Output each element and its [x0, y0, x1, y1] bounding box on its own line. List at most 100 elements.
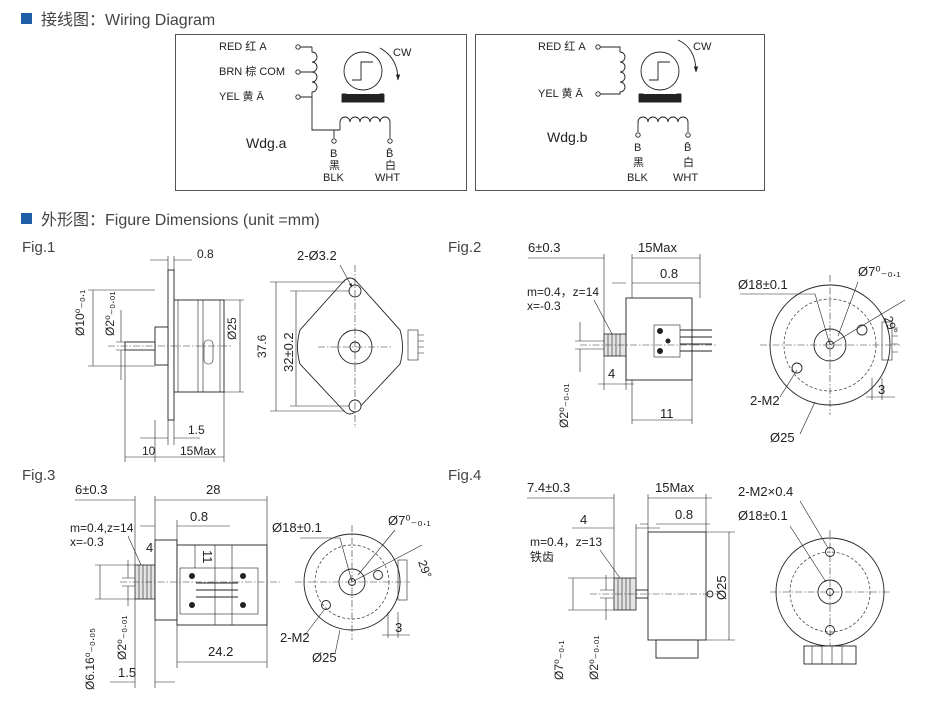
terminal-wht-b — [685, 132, 691, 138]
fig3-gear1: m=0.4,z=14 — [70, 521, 134, 535]
fig2-terminal — [881, 321, 893, 361]
fig1-max15: 15Max — [180, 444, 216, 458]
figure-3: Fig.3 6±0.3 28 0.8 m=0.4,z=14 x=-0.3 4 1… — [22, 467, 435, 690]
fig3-d7: Ø7⁰₋₀.₁ — [388, 513, 431, 528]
fig1-h32-dim — [290, 290, 350, 407]
fig4-l4-dim — [572, 524, 660, 578]
terminal-yel — [295, 94, 301, 100]
fig2-ang: 29° — [881, 314, 900, 336]
fig4-max15: 15Max — [655, 480, 695, 495]
fig2-d2-dim — [575, 322, 604, 372]
fig2-pad — [665, 338, 671, 344]
fig2-motor-body — [625, 297, 693, 381]
fig2-terminal-pins — [892, 327, 898, 353]
coil-b-horizontal — [334, 116, 391, 131]
fig4-gear-leader — [599, 549, 621, 579]
blk-label-b: BLK — [627, 172, 648, 184]
fig3-traces — [196, 582, 238, 598]
fig2-l3: 3 — [878, 382, 885, 397]
fig1-d2-dim — [116, 310, 125, 380]
fig2-d7: Ø7⁰₋₀.₁ — [858, 264, 901, 279]
wht-cn-label-b: 白 — [683, 155, 694, 169]
fig3-d18-leader — [300, 537, 353, 583]
fig4-t08: 0.8 — [675, 507, 693, 522]
rotor-symbol-b — [649, 61, 670, 81]
fig1-l10-dim — [124, 350, 225, 462]
fig2-l11: 11 — [660, 406, 674, 421]
rotor-circle-b — [640, 51, 680, 91]
fig2-ang-line — [829, 299, 906, 346]
coil-a-vertical — [311, 47, 318, 97]
terminal-red — [295, 44, 301, 50]
fig3-d18: Ø18±0.1 — [272, 520, 322, 535]
fig4-l74: 7.4±0.3 — [527, 480, 570, 495]
fig2-label: Fig.2 — [448, 239, 481, 256]
dimensions-section-title: 外形图：Figure Dimensions (unit =mm) — [21, 206, 320, 230]
fig3-pad — [189, 602, 195, 608]
fig2-pad — [657, 328, 663, 334]
fig3-t08-dim — [140, 520, 230, 545]
fig2-t08: 0.8 — [660, 266, 678, 281]
fig4-m2x-leader — [799, 500, 829, 549]
fig1-terminals — [418, 334, 424, 354]
fig2-m2: 2-M2 — [750, 393, 780, 408]
fig3-d2: Ø2⁰₋₀.₀₁ — [115, 616, 129, 661]
fig3-t08: 0.8 — [190, 509, 208, 524]
fig3-l4: 4 — [146, 540, 153, 555]
fig4-d18-leader — [789, 525, 827, 583]
wdg-a-label: Wdg.a — [246, 135, 287, 151]
fig4-d2-dim — [600, 575, 614, 620]
wdg-b-label: Wdg.b — [547, 129, 588, 145]
fig4-l4: 4 — [580, 512, 587, 527]
fig3-d616-dim — [95, 564, 135, 600]
fig2-l4: 4 — [608, 366, 615, 381]
fig4-l74-dim — [527, 494, 649, 578]
fig2-pad — [657, 348, 663, 354]
fig3-body-lines — [214, 545, 233, 625]
blk-b-label-b: B — [634, 142, 641, 154]
coil-b-leads — [333, 130, 391, 138]
fig1-l15-dim — [140, 420, 200, 462]
fig4-gear-text: m=0.4，z=13 — [530, 535, 602, 549]
fig4-front-terminal — [803, 645, 857, 665]
fig2-max15: 15Max — [638, 240, 678, 255]
fig2-l11-dim — [631, 380, 693, 424]
fig1-d10: Ø10⁰₋₀.₁ — [73, 290, 87, 336]
fig3-d2-dim — [122, 560, 135, 606]
fig3-d25: Ø25 — [312, 650, 337, 665]
wire-brn-label: BRN 棕 COM — [219, 64, 285, 78]
wire-red-label-b: RED 红 A — [538, 40, 586, 53]
fig3-terminal — [397, 559, 408, 601]
blk-cn-label: 黑 — [329, 159, 340, 172]
wht-b-label-b: B̄ — [684, 141, 691, 154]
terminal-blk — [331, 138, 337, 144]
fig4-front-centerlines — [770, 530, 890, 660]
fig3-pcb — [179, 567, 259, 615]
fig4-d18: Ø18±0.1 — [738, 508, 788, 523]
fig4-label: Fig.4 — [448, 467, 481, 484]
fig3-m2-leader — [304, 609, 325, 636]
fig2-d2: Ø2⁰₋₀.₀₁ — [557, 384, 571, 429]
fig4-d7-dim — [568, 577, 614, 611]
wire-yel-label-b: YEL 黄 Ā — [538, 86, 583, 100]
fig1-d10-dim — [88, 289, 155, 367]
fig3-l15: 1.5 — [118, 665, 136, 680]
dimensions-section-title-text: 外形图：Figure Dimensions (unit =mm) — [41, 212, 320, 229]
rotor-base-a — [341, 93, 385, 103]
blk-label: BLK — [323, 172, 344, 184]
wire-red-label: RED 红 A — [219, 40, 267, 53]
fig4-d7: Ø7⁰₋₀.₁ — [552, 640, 566, 680]
terminal-wht — [387, 138, 393, 144]
wht-b-label: B̄ — [386, 147, 393, 160]
wiring-box-a — [175, 34, 467, 191]
fig2-l3-dim — [866, 378, 895, 400]
fig1-l10: 10 — [142, 444, 156, 458]
blk-cn-label-b: 黑 — [633, 156, 644, 169]
fig3-pad — [240, 602, 246, 608]
wht-cn-label: 白 — [385, 158, 396, 172]
rotor-base-b — [638, 93, 682, 103]
fig2-gear1: m=0.4，z=14 — [527, 285, 599, 299]
terminal-yel-b — [595, 91, 601, 97]
fig2-m2-leader — [779, 369, 798, 398]
